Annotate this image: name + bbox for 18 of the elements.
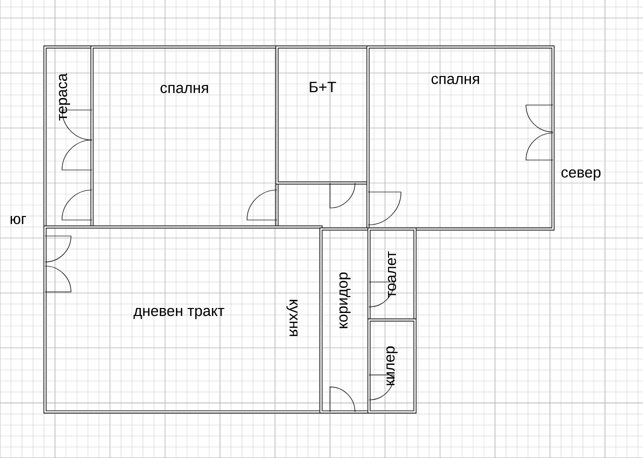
room-label: Б+Т: [310, 82, 336, 92]
room-label: юг: [10, 216, 26, 224]
room-outline: [366, 46, 554, 230]
room-label: кухня: [286, 300, 298, 336]
room-label: спалня: [160, 84, 208, 94]
room-outline: [90, 46, 278, 228]
room-outline: [368, 228, 416, 322]
room-label: коридор: [339, 272, 351, 328]
room-outline: [276, 46, 370, 184]
room-outline: [320, 228, 370, 414]
room-label: спалня: [432, 76, 479, 84]
room-label: килер: [386, 346, 398, 386]
room-label: тераса: [58, 73, 70, 121]
room-outline: [44, 226, 322, 414]
room-outline: [368, 318, 416, 414]
room-outline: [44, 46, 94, 228]
room-label: тоалет: [388, 251, 396, 298]
room-label: дневен тракт: [134, 308, 224, 320]
